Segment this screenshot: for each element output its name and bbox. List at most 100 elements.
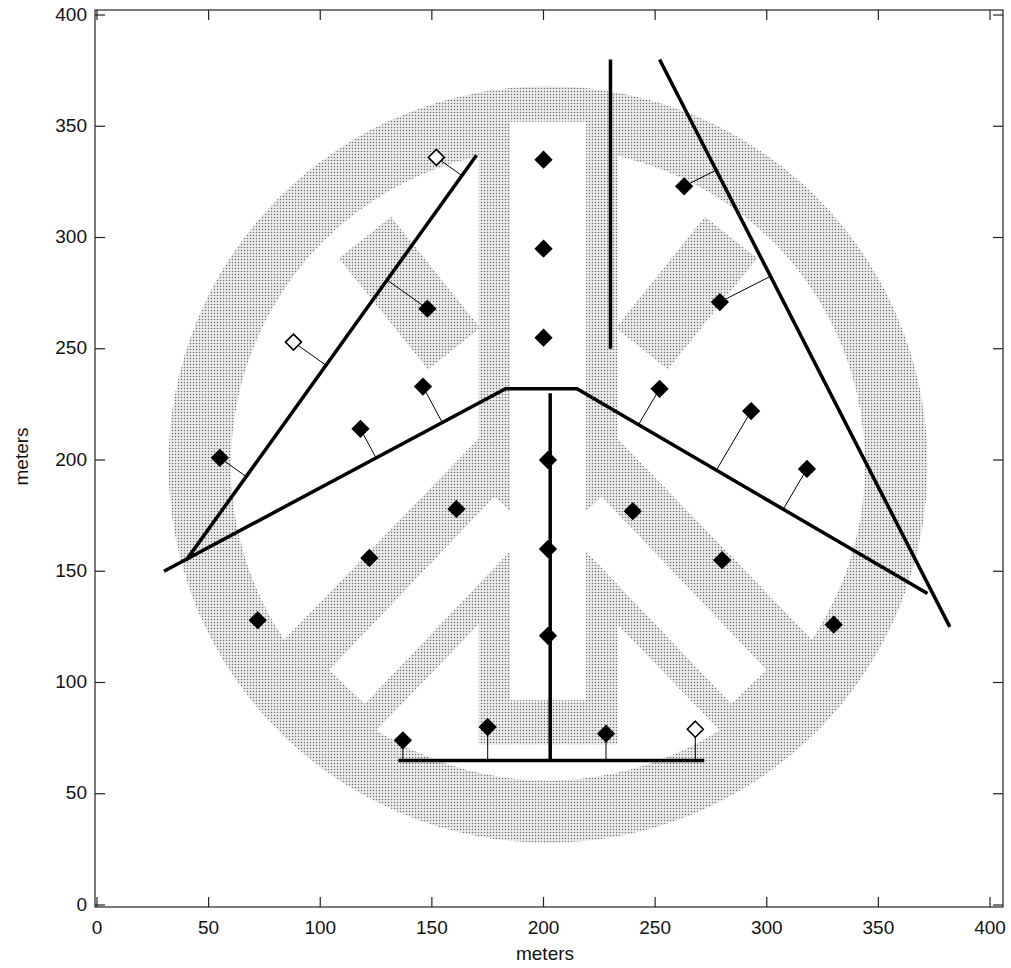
y-tick-label: 250 (55, 338, 87, 359)
shaded-ground (168, 86, 927, 843)
vertical-strip (510, 122, 586, 701)
diamond-marker (536, 241, 552, 257)
vertical-band (479, 100, 617, 745)
diamond-marker (598, 726, 614, 742)
x-axis-title: meters (516, 944, 574, 965)
tick-mark (993, 904, 1003, 905)
tick-mark (95, 793, 105, 794)
diamond-marker (361, 550, 377, 566)
tick-mark (989, 897, 990, 907)
diamond-marker (676, 178, 692, 194)
diamond-marker (799, 461, 815, 477)
x-tick-label: 50 (198, 918, 219, 939)
diamond-marker (480, 719, 496, 735)
diamond-marker (250, 612, 266, 628)
diamond-markers (212, 149, 842, 748)
wall-line (186, 155, 476, 560)
x-tick-label: 100 (304, 918, 336, 939)
tick-mark (95, 904, 105, 905)
diamond-marker (687, 721, 703, 737)
y-tick-label: 350 (55, 116, 87, 137)
diamond-marker (540, 541, 556, 557)
wall-line (609, 60, 613, 349)
diamond-marker (712, 294, 728, 310)
tick-mark (993, 459, 1003, 460)
tick-mark (431, 897, 432, 907)
x-tick-label: 300 (751, 918, 783, 939)
tick-mark (95, 348, 105, 349)
tick-mark (431, 10, 432, 20)
diamond-marker (448, 501, 464, 517)
leader-line (716, 411, 751, 470)
y-tick-label: 300 (55, 227, 87, 248)
tick-mark (655, 10, 656, 20)
wall-line (660, 60, 950, 627)
x-tick-label: 150 (416, 918, 448, 939)
tick-mark (993, 793, 1003, 794)
diamond-marker (536, 152, 552, 168)
diamond-marker (415, 379, 431, 395)
wall-line (548, 393, 552, 760)
wall-line (164, 389, 928, 594)
diamond-marker (540, 452, 556, 468)
tick-mark (95, 237, 105, 238)
tick-mark (993, 126, 1003, 127)
diamond-marker (540, 628, 556, 644)
axes-frame (95, 10, 1003, 907)
x-tick-label: 200 (528, 918, 560, 939)
tick-mark (320, 10, 321, 20)
leader-line (783, 469, 807, 509)
wall-line (398, 759, 704, 763)
diamond-marker (743, 403, 759, 419)
diamond-marker (652, 381, 668, 397)
tick-mark (543, 897, 544, 907)
y-tick-label: 400 (55, 5, 87, 26)
tick-mark (95, 14, 105, 15)
tick-mark (208, 897, 209, 907)
upper-band (616, 217, 758, 370)
x-tick-label: 400 (974, 918, 1006, 939)
x-tick-label: 0 (92, 918, 103, 939)
tick-mark (766, 10, 767, 20)
y-tick-label: 150 (55, 561, 87, 582)
diamond-marker (428, 149, 444, 165)
diamond-marker (714, 552, 730, 568)
y-tick-label: 0 (76, 895, 87, 916)
tick-mark (989, 10, 990, 20)
tick-mark (993, 237, 1003, 238)
tick-mark (543, 10, 544, 20)
tick-mark (95, 126, 105, 127)
diamond-marker (419, 301, 435, 317)
diamond-marker (212, 450, 228, 466)
tick-mark (766, 897, 767, 907)
upper-band (339, 217, 481, 370)
tick-mark (878, 897, 879, 907)
tick-mark (993, 571, 1003, 572)
diamond-marker (826, 617, 842, 633)
x-tick-label: 350 (863, 918, 895, 939)
tick-mark (878, 10, 879, 20)
y-tick-label: 200 (55, 450, 87, 471)
diagonal-strip (566, 497, 767, 704)
tick-mark (95, 682, 105, 683)
leader-lines (220, 157, 807, 760)
x-tick-label: 250 (639, 918, 671, 939)
tick-mark (993, 682, 1003, 683)
tick-mark (95, 459, 105, 460)
diagonal-strip (329, 497, 530, 704)
diamond-marker (395, 732, 411, 748)
diamond-marker (625, 503, 641, 519)
diamond-marker (536, 330, 552, 346)
leader-line (720, 276, 771, 302)
diamond-marker (285, 334, 301, 350)
y-tick-label: 50 (66, 783, 87, 804)
tick-mark (993, 348, 1003, 349)
tick-mark (320, 897, 321, 907)
thick-lines (164, 60, 950, 761)
leader-line (387, 280, 427, 309)
axes-box (95, 10, 1003, 907)
outer-ring (168, 86, 927, 843)
tick-mark (655, 897, 656, 907)
tick-mark (208, 10, 209, 20)
